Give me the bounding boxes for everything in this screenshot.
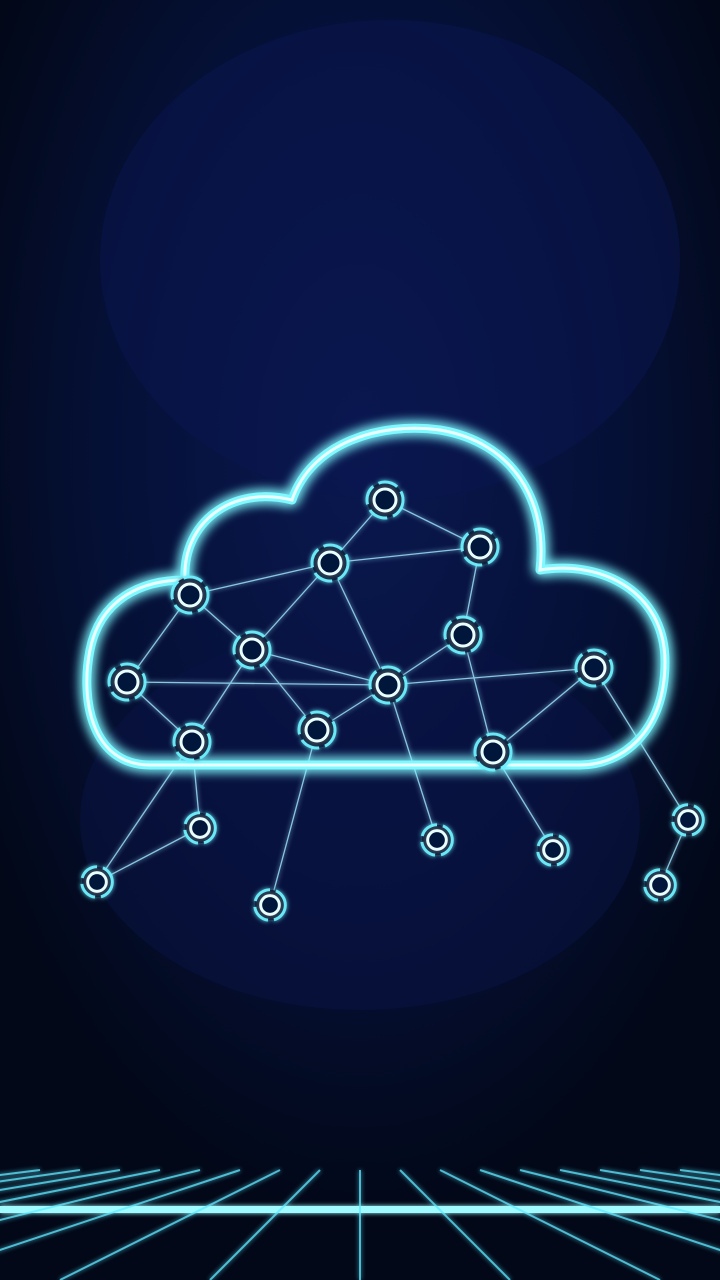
network-link <box>189 562 331 596</box>
network-link <box>96 827 201 883</box>
background-haze <box>100 20 680 500</box>
network-node-icon <box>536 833 570 867</box>
grid-line <box>0 1169 161 1204</box>
network-link <box>329 562 389 686</box>
network-node-icon <box>420 823 454 857</box>
grid-line <box>559 1169 720 1204</box>
network-node-icon <box>107 662 147 702</box>
network-node-icon <box>297 710 337 750</box>
network-node-icon <box>80 865 114 899</box>
grid-line <box>209 1169 321 1280</box>
network-node-icon <box>643 868 677 902</box>
network-node-icon <box>365 480 405 520</box>
network-link <box>126 681 389 686</box>
grid-line <box>0 1169 121 1192</box>
background-haze <box>80 630 640 1010</box>
network-link <box>492 667 595 753</box>
network-node-icon <box>253 888 287 922</box>
network-node-icon <box>368 665 408 705</box>
network-link <box>387 667 595 686</box>
network-link <box>329 546 481 564</box>
network-node-icon <box>460 527 500 567</box>
grid-line <box>439 1169 661 1280</box>
network-node-icon <box>473 732 513 772</box>
grid-line <box>0 1169 201 1222</box>
network-nodes <box>80 480 705 922</box>
grid-line <box>59 1169 281 1280</box>
grid-line <box>399 1169 511 1280</box>
network-link <box>269 729 318 906</box>
network-node-icon <box>170 575 210 615</box>
network-node-icon <box>183 811 217 845</box>
network-link <box>251 649 389 686</box>
neon-grid-floor <box>0 1169 720 1280</box>
cloud-outline-core <box>85 426 667 767</box>
grid-line <box>599 1169 720 1192</box>
network-link <box>593 667 689 821</box>
grid-line <box>479 1169 720 1252</box>
network-node-icon <box>172 722 212 762</box>
network-node-icon <box>232 630 272 670</box>
grid-line <box>519 1169 720 1222</box>
grid-line <box>0 1169 241 1252</box>
network-node-icon <box>443 615 483 655</box>
network-node-icon <box>671 803 705 837</box>
network-link <box>462 634 494 753</box>
network-node-icon <box>310 543 350 583</box>
network-node-icon <box>574 648 614 688</box>
